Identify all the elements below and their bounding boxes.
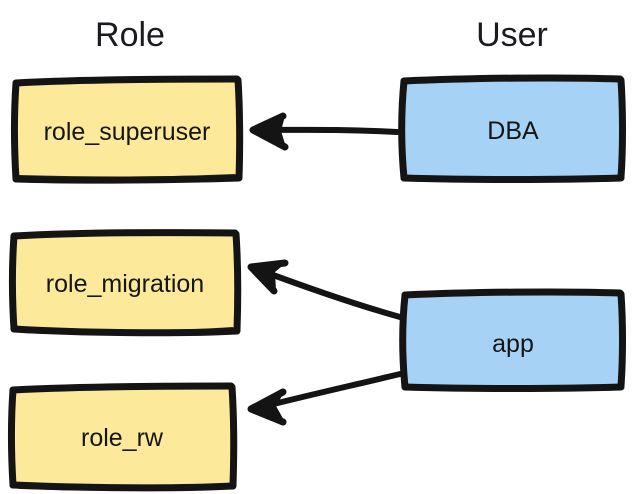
node-role-rw-edge-right [228,383,238,489]
node-role-superuser-fill [15,79,240,180]
node-user-dba-edge-bottom [400,174,625,183]
node-role-rw-fill [11,386,234,487]
column-header-user: User [476,16,548,54]
node-user-dba-fill [403,79,622,178]
node-role-migration-edge-left [9,232,18,333]
node-user-app-label: app [492,330,534,358]
node-role-superuser-edge-top [12,75,241,87]
node-user-dba[interactable]: DBA [398,74,626,183]
edge-app-to-role-rw[interactable] [247,371,403,426]
node-role-rw-label: role_rw [81,424,164,452]
node-user-app-edge-right [617,290,626,390]
node-role-superuser-edge-left [11,79,20,183]
node-role-rw-edge-left [8,386,17,489]
node-role-rw-edge-top [9,382,235,394]
node-role-superuser-edge-bottom-2 [18,174,236,181]
edge-app-to-role-migration-arrowhead-fill [251,262,287,291]
node-user-dba-edge-top [400,74,624,85]
node-user-app[interactable]: app [399,288,626,392]
node-user-app-edge-top [401,288,624,299]
column-headers: Role User [95,16,548,54]
node-role-migration-label: role_migration [46,270,204,298]
node-role-migration-edge-bottom-2 [20,327,234,335]
node-user-app-edge-bottom [401,383,625,392]
node-user-dba-edge-left [398,77,408,182]
node-user-dba-label: DBA [487,117,539,145]
node-role-migration[interactable]: role_migration [9,229,242,337]
node-role-migration-edge-top [10,229,239,240]
edge-dba-to-role-superuser-arrowhead-fill [253,116,286,147]
node-user-app-fill [404,292,622,388]
node-role-superuser-label: role_superuser [44,118,211,146]
edge-app-to-role-migration[interactable] [247,259,403,320]
node-role-superuser-edge-right [234,76,244,181]
node-role-superuser[interactable]: role_superuser [11,75,244,184]
node-user-dba-edge-right [617,76,626,181]
column-header-role: Role [95,16,165,54]
edge-dba-to-role-superuser[interactable] [249,112,400,151]
node-user-app-edge-left [399,291,409,391]
edge-app-to-role-rw-arrowhead-fill [251,391,285,422]
node-role-rw-edge-bottom-2 [18,483,230,491]
node-role-migration-edge-right [232,230,242,334]
node-role-rw[interactable]: role_rw [8,382,238,492]
node-role-migration-fill [13,233,238,332]
